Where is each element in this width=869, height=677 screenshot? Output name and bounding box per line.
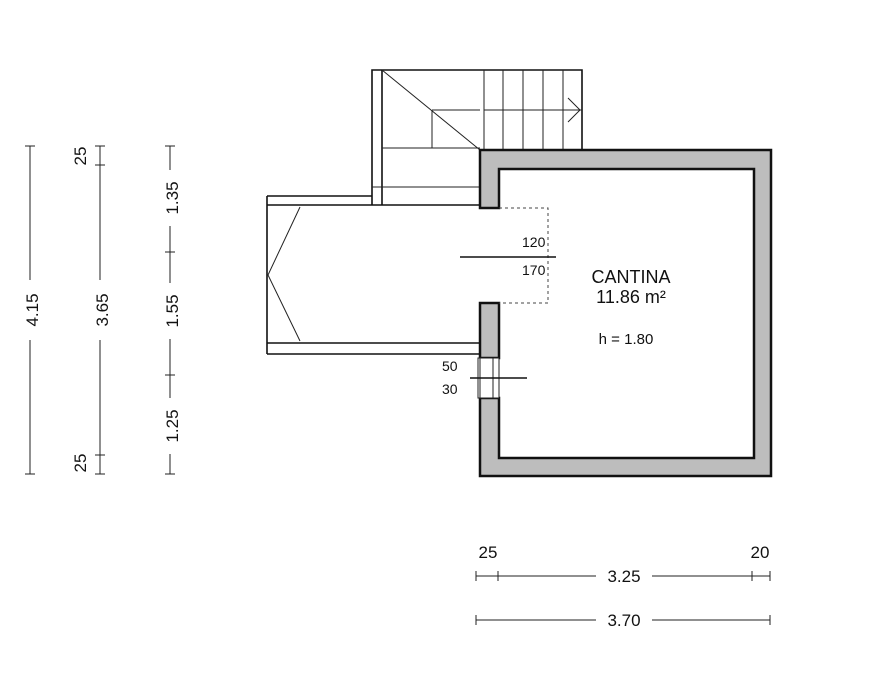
corridor bbox=[266, 195, 480, 355]
door-width-label: 50 bbox=[442, 358, 458, 374]
cantina-walls bbox=[477, 148, 773, 478]
dim-total-width: 3.70 bbox=[607, 611, 640, 630]
staircase bbox=[371, 69, 583, 205]
horizontal-dimension-total bbox=[475, 610, 771, 630]
dim-right-wall: 20 bbox=[751, 543, 770, 562]
dim-col3-mid: 1.55 bbox=[163, 294, 182, 327]
dim-col2-mid: 3.65 bbox=[93, 293, 112, 326]
dim-inner-width: 3.25 bbox=[607, 567, 640, 586]
dim-total-height: 4.15 bbox=[23, 293, 42, 326]
window-opening bbox=[460, 207, 556, 304]
room-name: CANTINA bbox=[591, 267, 670, 287]
horizontal-dimension-inner bbox=[475, 566, 771, 586]
vertical-dimension-col2 bbox=[92, 145, 110, 475]
dim-left-wall: 25 bbox=[479, 543, 498, 562]
room-height: h = 1.80 bbox=[599, 331, 654, 348]
door-height-label: 30 bbox=[442, 381, 458, 397]
dim-col2-bottom: 25 bbox=[71, 454, 90, 473]
vertical-dimension-total bbox=[22, 145, 40, 475]
vertical-dimension-col3 bbox=[162, 145, 180, 475]
dim-col2-top: 25 bbox=[71, 147, 90, 166]
window-width-label: 120 bbox=[522, 234, 546, 250]
room-area: 11.86 m² bbox=[596, 287, 666, 307]
dim-col3-bottom: 1.25 bbox=[163, 409, 182, 442]
dim-col3-top: 1.35 bbox=[163, 181, 182, 214]
window-height-label: 170 bbox=[522, 262, 546, 278]
